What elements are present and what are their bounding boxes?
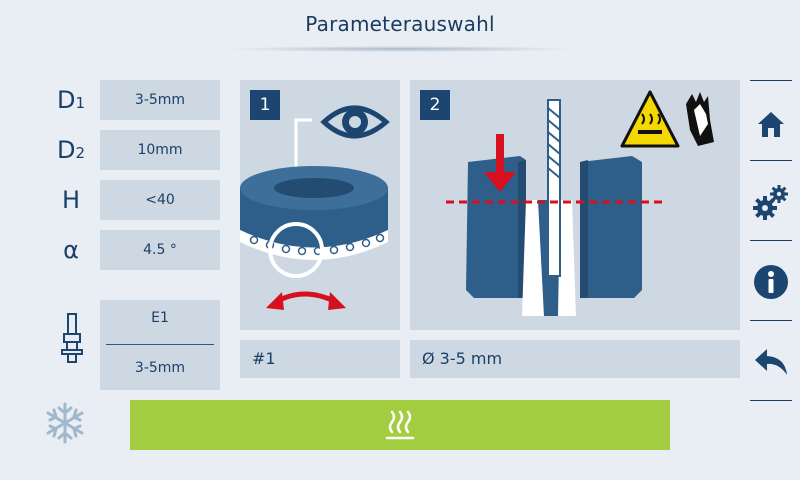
step-1-illustration bbox=[240, 105, 390, 310]
sidebar-divider bbox=[750, 320, 792, 321]
sidebar-divider bbox=[750, 80, 792, 81]
param-label-d1: D1 bbox=[56, 86, 86, 114]
title-underline bbox=[225, 46, 575, 52]
param-label-h: H bbox=[61, 186, 81, 214]
step-2-number: 2 bbox=[420, 90, 450, 120]
param-label-d2: D2 bbox=[56, 136, 86, 164]
eye-icon bbox=[320, 105, 390, 139]
back-button[interactable] bbox=[750, 334, 792, 390]
extension-code: E1 bbox=[151, 310, 169, 326]
step-1-caption: #1 bbox=[240, 340, 400, 378]
heat-icon bbox=[385, 410, 415, 440]
step-2-caption: Ø 3-5 mm bbox=[410, 340, 740, 378]
gears-icon bbox=[753, 185, 788, 220]
rotate-arrow-icon bbox=[266, 291, 346, 310]
extension-box[interactable]: E1 3-5mm bbox=[100, 300, 220, 390]
home-button[interactable] bbox=[750, 96, 792, 152]
step-1-panel: 1 bbox=[240, 80, 400, 330]
extension-range: 3-5mm bbox=[134, 360, 186, 376]
info-button[interactable] bbox=[750, 254, 792, 310]
param-value-h[interactable]: <40 bbox=[100, 180, 220, 220]
home-icon bbox=[758, 112, 784, 137]
insert-down-arrow-icon bbox=[484, 134, 516, 192]
step-1-number: 1 bbox=[250, 90, 280, 120]
param-value-alpha[interactable]: 4.5 ° bbox=[100, 230, 220, 270]
sidebar-divider bbox=[750, 240, 792, 241]
extension-divider bbox=[106, 344, 214, 345]
param-value-d2[interactable]: 10mm bbox=[100, 130, 220, 170]
back-arrow-icon bbox=[755, 349, 787, 375]
settings-button[interactable] bbox=[750, 174, 792, 230]
snowflake-icon[interactable] bbox=[42, 400, 88, 446]
step-2-illustration bbox=[446, 90, 714, 316]
heat-button[interactable] bbox=[130, 400, 670, 450]
page-title: Parameterauswahl bbox=[305, 12, 495, 36]
param-value-d1[interactable]: 3-5mm bbox=[100, 80, 220, 120]
sidebar-divider bbox=[750, 160, 792, 161]
extension-adapter-icon bbox=[61, 313, 83, 363]
sidebar-divider bbox=[750, 400, 792, 401]
hot-surface-warning-icon bbox=[620, 90, 680, 148]
gloves-icon bbox=[686, 92, 714, 146]
info-icon bbox=[754, 265, 788, 299]
param-label-alpha: α bbox=[63, 236, 79, 264]
step-2-panel: 2 bbox=[410, 80, 740, 330]
